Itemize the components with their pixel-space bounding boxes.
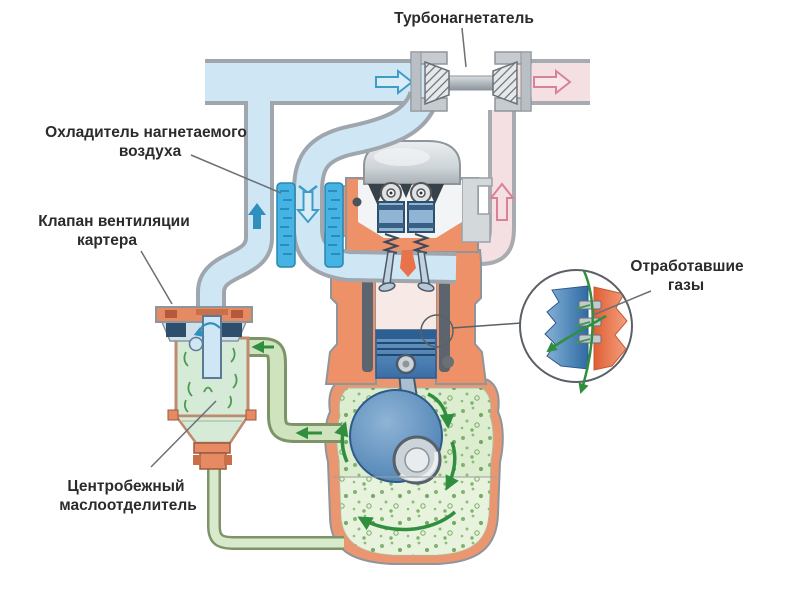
valve-tappets [377,201,435,233]
intercooler-fins [280,190,340,255]
oil-separator [155,306,257,470]
turbo-shaft [446,75,496,91]
intercooler [276,182,344,268]
exhaust-up-arrow-icon [488,182,516,221]
intake-flow-arrow-icon [375,68,414,96]
swirl-arrow-icon [193,322,221,338]
vent-up-arrow-icon [248,203,266,229]
valvetrain [378,233,435,292]
inset-exhaust-gases [519,269,633,395]
turbine-wheel [492,60,518,106]
fitting-bolt [193,455,201,465]
vent-pipe [200,100,270,334]
flow-arrows [248,68,572,229]
leader-oil-separator [150,400,217,468]
cylinder-head [337,140,493,253]
head-bracket-right [461,177,493,243]
label-charge-air-cooler-line1: Охладитель нагнетаемого [45,124,247,141]
flange-left [167,409,179,421]
leader-turbocharger [461,27,467,68]
piston-ring-annotation [420,314,522,348]
crankcase-vent-lines [207,337,344,550]
compressor-wheel [424,60,450,106]
leader-vent-valve [140,250,173,305]
annotation-circle [420,314,454,348]
turbocharger-assembly [410,51,532,112]
valve-cover-highlight [374,148,430,166]
separator-center-tube [202,315,222,379]
charge-pipe [296,91,457,280]
valves [378,251,435,292]
intercooler-core-right [324,182,344,268]
intercooler-core-left [276,182,296,268]
label-charge-air-cooler-line2: воздуха [119,143,182,160]
cover-detail [165,310,177,318]
valve-springs [381,233,431,254]
leader-exhaust-gases [592,290,652,316]
separator-funnel [173,414,251,445]
head-bolt-slot-right [439,276,450,372]
cover-detail [231,310,243,318]
labels: Турбонагнетатель Охладитель нагнетаемого… [38,10,744,514]
cam-shadow [400,184,412,198]
oil-drain-pipe-outline [207,468,344,550]
block-bolt [442,356,454,368]
head-bolt-dot [352,197,362,207]
charge-down-arrow-icon [295,191,321,224]
wrist-pin-center [402,360,410,368]
blowby-flow-arrow [578,270,594,395]
valve-block-right [222,323,242,337]
valve-ball [188,336,204,352]
inset-cylinder-wall-section [593,286,628,371]
crankcase-gas-arrows [334,392,459,532]
drain-fitting [199,452,227,470]
crank-internals [333,371,497,532]
label-exhaust-gases-line1: Отработавшие [630,258,744,275]
head-bolt-slot-left [362,276,373,372]
leader-lines [140,27,652,468]
leader-charge-air-cooler [190,154,282,194]
charge-air-pipe [292,90,457,284]
blowby-flow-arrow [546,314,607,353]
separator-gas-swirls [183,347,238,413]
valve-block-left [166,323,186,337]
exhaust-port [400,250,416,277]
label-exhaust-gases-line2: газы [668,277,704,294]
inset-gap-arrows [574,304,591,344]
label-oil-separator-line2: маслоотделитель [59,497,197,514]
camshafts [380,182,432,204]
oil-drain-pipe [209,468,344,548]
flange-right [245,409,257,421]
drain-collar [193,442,231,454]
bearing-highlight [398,451,439,482]
piston-crown [376,330,436,339]
label-turbocharger: Турбонагнетатель [394,10,534,27]
fitting-bolt [224,455,232,465]
exhaust-flow-arrow-icon [533,68,572,96]
cover-detail [196,309,228,315]
inset-content [544,285,628,371]
turbo-housing-right [520,51,532,112]
label-vent-valve-line1: Клапан вентиляции [38,213,189,230]
bearing-journal [404,447,430,473]
annotation-connector-line [451,322,522,329]
label-vent-valve-line2: картера [77,232,137,249]
label-oil-separator-line1: Центробежный [67,478,184,495]
turbo-housing-left [410,51,422,112]
